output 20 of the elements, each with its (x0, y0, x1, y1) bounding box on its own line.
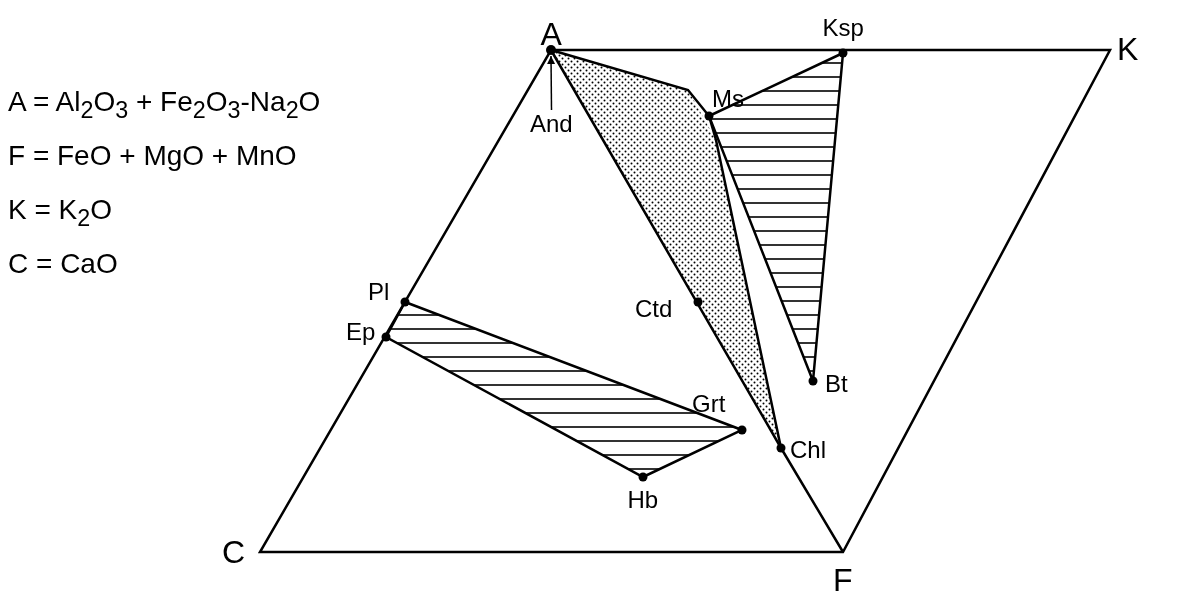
formula-text: C = CaO (8, 250, 118, 278)
vertex-label: A (540, 18, 562, 50)
mineral-label: And (530, 112, 573, 136)
mineral-label: Pl (368, 280, 390, 304)
vertex-label: C (222, 536, 246, 568)
formula-text: F = FeO + MgO + MnO (8, 142, 297, 170)
mineral-label: Ksp (822, 16, 864, 40)
mineral-label: Bt (825, 372, 848, 396)
formula-text: K = K$_{2}$O (8, 196, 113, 230)
formula-text: A = Al$_{2}$O$_{3}$ + Fe$_{2}$O$_{3}$-Na$_{2}$O (8, 88, 321, 122)
point-marker (546, 45, 556, 55)
vertex-label: K (1117, 33, 1139, 65)
mineral-label: Hb (627, 488, 659, 512)
mineral-label: Ep (346, 320, 376, 344)
leader-line (547, 55, 556, 111)
mineral-label: Ctd (635, 297, 673, 321)
vertex-label: F (833, 564, 853, 596)
mineral-label: Ms (712, 87, 744, 111)
mineral-label: Chl (790, 438, 826, 462)
mineral-label: Grt (692, 392, 726, 416)
